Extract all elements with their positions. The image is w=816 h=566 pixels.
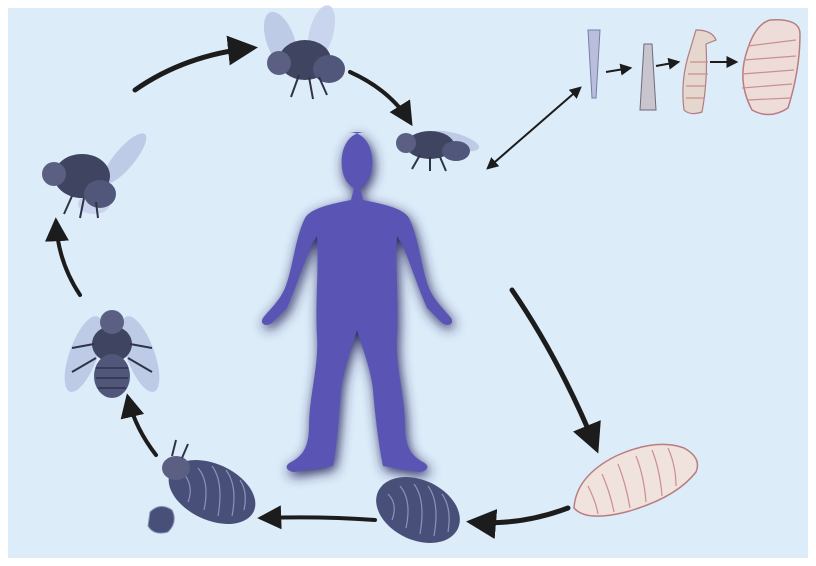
fly-head: [42, 162, 66, 186]
fly-abdomen: [313, 55, 345, 83]
fly-abdomen: [442, 141, 470, 161]
emerging-fly-head: [162, 456, 190, 480]
fly-abdomen: [94, 354, 130, 398]
fly-head: [100, 310, 124, 334]
puparium-cap: [148, 506, 174, 533]
fly-abdomen: [84, 180, 116, 208]
fly-head: [396, 133, 416, 153]
fly-head: [267, 51, 291, 75]
